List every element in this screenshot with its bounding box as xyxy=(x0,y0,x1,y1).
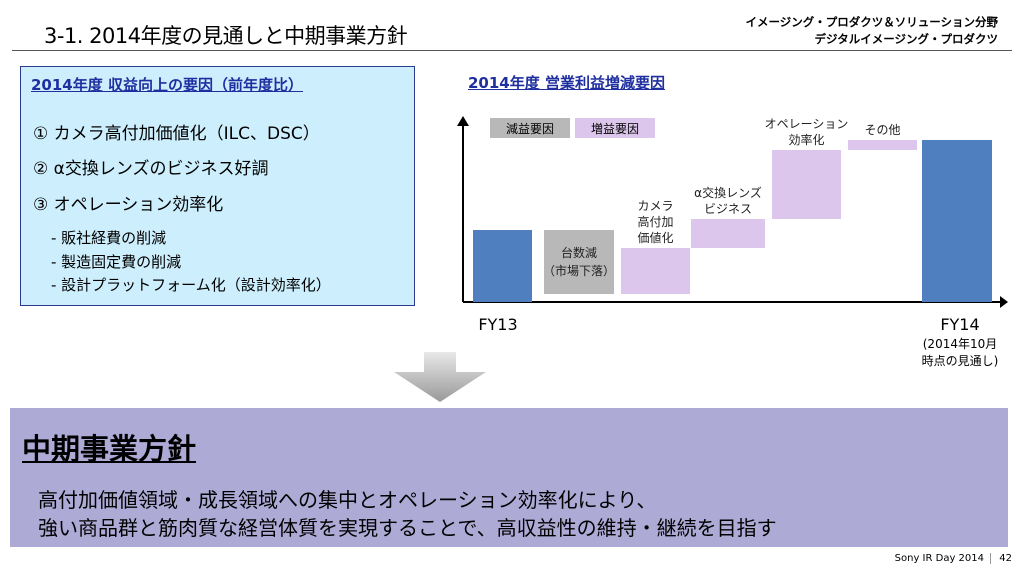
x-label-fy14: FY14 xyxy=(940,315,979,334)
bar-decrease xyxy=(544,230,614,294)
bar-label: その他 xyxy=(864,123,900,137)
chart-title: 2014年度 営業利益増減要因 xyxy=(468,74,665,92)
bar-label: オペレーション xyxy=(765,117,849,131)
subdivision-label: デジタルイメージング・プロダクツ xyxy=(814,32,998,46)
down-arrow-icon xyxy=(394,352,486,402)
bar-label: ビジネス xyxy=(704,202,752,216)
bar-label: α交換レンズ xyxy=(694,185,762,200)
footer-event: Sony IR Day 2014 xyxy=(894,553,984,564)
page-number: 42 xyxy=(990,553,1012,564)
bar-label: 台数減 xyxy=(561,245,597,260)
factor-point: ③ オペレーション効率化 xyxy=(33,195,224,215)
bar-increase xyxy=(621,248,690,294)
legend-swatch xyxy=(575,118,655,138)
profit-factors-title: 2014年度 収益向上の要因（前年度比） xyxy=(31,76,303,94)
bar-total xyxy=(922,140,992,302)
factor-subpoint: - 販社経費の削減 xyxy=(51,229,167,247)
bar-total xyxy=(473,230,532,302)
factor-point: ② α交換レンズのビジネス好調 xyxy=(33,159,269,179)
title-divider xyxy=(12,50,1012,51)
factor-subpoint: - 製造固定費の削減 xyxy=(51,253,182,271)
division-label: イメージング・プロダクツ＆ソリューション分野 xyxy=(745,15,998,29)
bar-increase xyxy=(772,150,841,219)
fy14-note: 時点の見通し) xyxy=(922,354,999,368)
y-axis-arrow-icon xyxy=(457,116,469,126)
policy-line: 強い商品群と筋肉質な経営体質を実現することで、高収益性の維持・継続を目指す xyxy=(38,516,777,540)
legend-label: 増益要因 xyxy=(591,122,639,136)
slide-title: 3-1. 2014年度の見通しと中期事業方針 xyxy=(44,24,408,48)
bar-label: （市場下落） xyxy=(543,263,615,278)
legend-swatch xyxy=(490,118,570,138)
profit-factors-box: 2014年度 収益向上の要因（前年度比） ① カメラ高付加価値化（ILC、DSC… xyxy=(20,66,415,306)
bar-label: 高付加 xyxy=(637,214,673,229)
factor-point: ① カメラ高付加価値化（ILC、DSC） xyxy=(33,124,320,144)
fy14-note: (2014年10月 xyxy=(923,337,998,351)
bar-label: カメラ xyxy=(637,199,673,213)
bar-increase xyxy=(848,140,917,150)
midterm-policy-title: 中期事業方針 xyxy=(22,432,197,466)
bar-label: 価値化 xyxy=(637,230,673,245)
factor-subpoint: - 設計プラットフォーム化（設計効率化） xyxy=(51,276,331,294)
policy-line: 高付加価値領域・成長領域への集中とオペレーション効率化により、 xyxy=(38,488,657,512)
bar-label: 効率化 xyxy=(788,132,824,147)
x-label-fy13: FY13 xyxy=(478,315,517,334)
bar-increase xyxy=(691,219,765,248)
midterm-policy-box: 中期事業方針 高付加価値領域・成長領域への集中とオペレーション効率化により、 強… xyxy=(10,408,1008,547)
legend-label: 減益要因 xyxy=(506,121,554,136)
x-axis-arrow-icon xyxy=(1000,296,1008,308)
